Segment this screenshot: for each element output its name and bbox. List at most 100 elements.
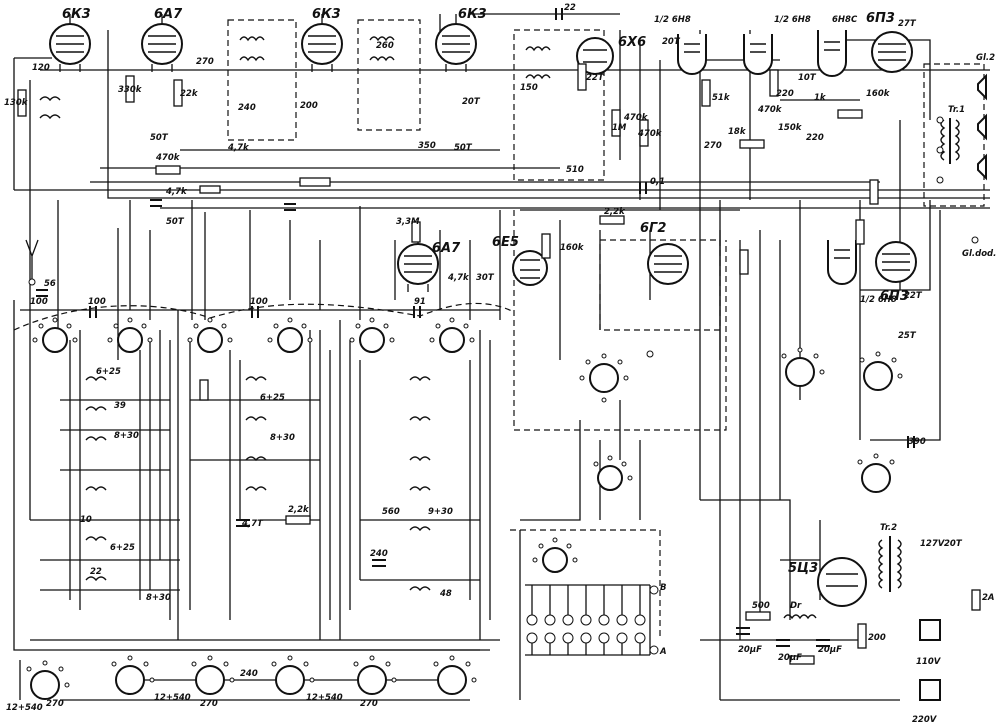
svg-text:220V: 220V <box>912 715 938 725</box>
component-values-mid: 3,3M 160k 4,7k 30T 100 100 91 56 100 6+2… <box>30 217 926 603</box>
svg-text:50T: 50T <box>454 143 473 153</box>
output-label: Gl.dod. <box>962 249 996 259</box>
svg-text:270: 270 <box>200 699 218 709</box>
passive-parts <box>17 8 981 665</box>
svg-text:150k: 150k <box>778 123 803 133</box>
svg-text:50T: 50T <box>150 133 169 143</box>
rotary-switches <box>26 317 941 701</box>
tube-label: 6А7 <box>432 241 461 256</box>
svg-text:470k: 470k <box>155 153 181 163</box>
svg-text:51k: 51k <box>712 93 731 103</box>
svg-text:20T: 20T <box>662 37 681 47</box>
svg-text:390: 390 <box>908 437 926 447</box>
svg-text:12+540: 12+540 <box>154 693 191 703</box>
svg-text:500: 500 <box>752 601 770 611</box>
svg-text:270: 270 <box>196 57 214 67</box>
svg-text:12+540: 12+540 <box>6 703 43 713</box>
svg-text:4,7T: 4,7T <box>241 519 264 529</box>
misc-labels: Tr.1 Gl.dod. Gl.2 B A <box>659 53 996 657</box>
svg-text:330k: 330k <box>118 85 143 95</box>
svg-text:4,7k: 4,7k <box>227 143 250 153</box>
svg-text:4,7k: 4,7k <box>165 187 188 197</box>
tube-v9 <box>871 31 913 73</box>
svg-text:0,1: 0,1 <box>650 177 665 187</box>
svg-text:240: 240 <box>370 549 388 559</box>
svg-text:130k: 130k <box>4 98 29 108</box>
svg-text:22T: 22T <box>904 291 923 301</box>
svg-text:3,3M: 3,3M <box>396 217 420 227</box>
svg-text:200: 200 <box>868 633 886 643</box>
svg-text:6+25: 6+25 <box>96 367 121 377</box>
tube-label: 6Е5 <box>492 235 519 250</box>
tube-label: 6К3 <box>312 7 341 22</box>
tube-label: 1/2 6Н8 <box>860 295 897 305</box>
tube-label: 1/2 6Н8 <box>774 15 811 25</box>
tube-v3 <box>301 14 343 72</box>
terminals <box>646 116 979 655</box>
svg-text:8+30: 8+30 <box>270 433 295 443</box>
svg-text:1M: 1M <box>612 123 627 133</box>
point-a-label: A <box>659 647 667 657</box>
tube-v4 <box>435 14 477 72</box>
tube-v6 <box>677 34 707 75</box>
svg-text:Tr.2: Tr.2 <box>880 523 897 533</box>
svg-text:39: 39 <box>114 401 126 411</box>
tube-v1 <box>49 14 91 72</box>
tube-labels: 6К3 6А7 6К3 6К3 6Х6 1/2 6Н8 1/2 6Н8 6Н8С… <box>62 7 909 576</box>
svg-text:510: 510 <box>566 165 584 175</box>
svg-text:20μF: 20μF <box>738 645 762 655</box>
svg-text:12+540: 12+540 <box>306 693 343 703</box>
svg-text:150: 150 <box>520 83 538 93</box>
tube-label: 6К3 <box>458 7 487 22</box>
svg-text:160k: 160k <box>560 243 585 253</box>
svg-text:20μF: 20μF <box>818 645 842 655</box>
band-coils <box>85 376 431 592</box>
transformer1-label: Tr.1 <box>948 105 965 115</box>
svg-text:22: 22 <box>90 567 102 577</box>
svg-text:91: 91 <box>414 297 426 307</box>
svg-text:240: 240 <box>238 103 256 113</box>
svg-text:240: 240 <box>240 669 258 679</box>
svg-text:10: 10 <box>80 515 92 525</box>
svg-text:50T: 50T <box>166 217 185 227</box>
svg-text:25T: 25T <box>898 331 917 341</box>
svg-text:160k: 160k <box>866 89 891 99</box>
svg-text:9+30: 9+30 <box>428 507 453 517</box>
svg-text:200: 200 <box>300 101 318 111</box>
svg-text:220: 220 <box>776 89 794 99</box>
tube-label: 6Г2 <box>640 221 666 236</box>
svg-text:20T: 20T <box>462 97 481 107</box>
svg-text:18k: 18k <box>728 127 747 137</box>
svg-text:2A: 2A <box>982 593 995 603</box>
svg-text:470k: 470k <box>637 129 663 139</box>
tube-label: 6П3 <box>880 289 909 304</box>
antenna-icon <box>25 239 39 286</box>
svg-text:350: 350 <box>418 141 436 151</box>
svg-text:100: 100 <box>250 297 268 307</box>
point-b-label: B <box>660 583 666 593</box>
tube-label: 1/2 6Н8 <box>654 15 691 25</box>
tube-label: 6Х6 <box>618 35 646 50</box>
svg-text:270: 270 <box>46 699 64 709</box>
svg-text:22: 22 <box>564 3 576 13</box>
speakers-label: Gl.2 <box>976 53 995 63</box>
tube-label: 5Ц3 <box>788 561 818 576</box>
tube-label: 6А7 <box>154 7 183 22</box>
tube-label: 6П3 <box>866 11 895 26</box>
dial-lamps <box>526 585 646 655</box>
if-transformers <box>39 36 551 120</box>
svg-text:100: 100 <box>88 297 106 307</box>
svg-text:27T: 27T <box>898 19 917 29</box>
svg-text:120: 120 <box>32 63 50 73</box>
speakers <box>977 73 987 181</box>
output-transformer <box>940 118 960 164</box>
svg-text:100: 100 <box>30 297 48 307</box>
svg-text:10T: 10T <box>798 73 817 83</box>
tube-v12 <box>647 243 689 285</box>
tube-v15 <box>817 557 867 607</box>
svg-text:2,2k: 2,2k <box>288 505 310 515</box>
svg-text:560: 560 <box>382 507 400 517</box>
svg-text:22T: 22T <box>586 73 605 83</box>
svg-text:20T: 20T <box>944 539 963 549</box>
